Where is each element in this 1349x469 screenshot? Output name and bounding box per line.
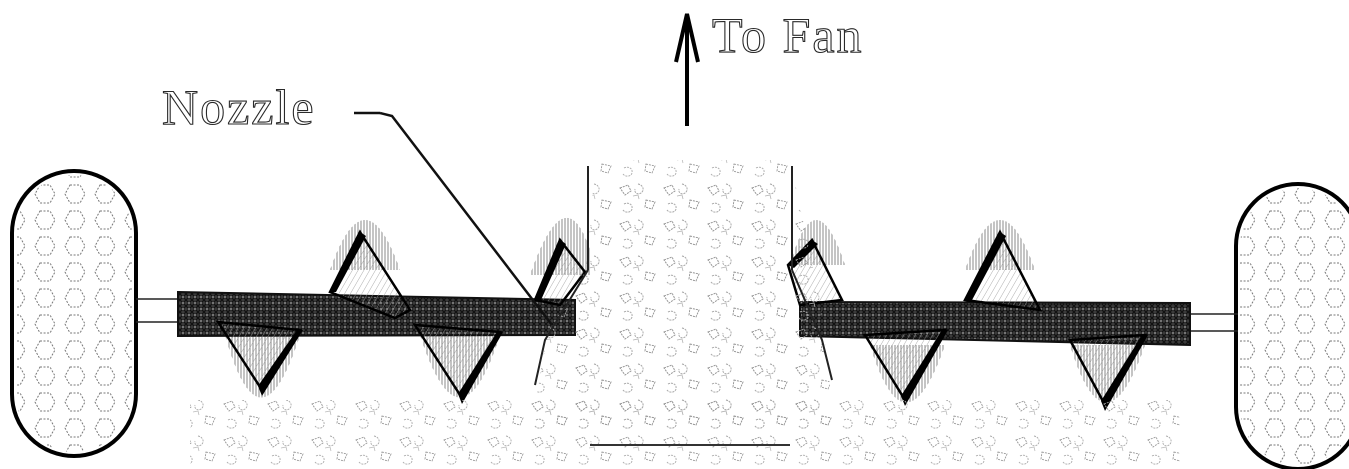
right-axle <box>1190 314 1238 331</box>
left-wheel <box>12 171 136 456</box>
right-wheel <box>1236 184 1349 469</box>
arrow-up-icon <box>676 14 698 126</box>
nozzle-debris-column <box>530 160 835 430</box>
left-axle <box>136 299 180 322</box>
ground-debris <box>190 400 1180 469</box>
nozzle-label: Nozzle <box>162 78 316 136</box>
to-fan-label: To Fan <box>712 6 864 64</box>
